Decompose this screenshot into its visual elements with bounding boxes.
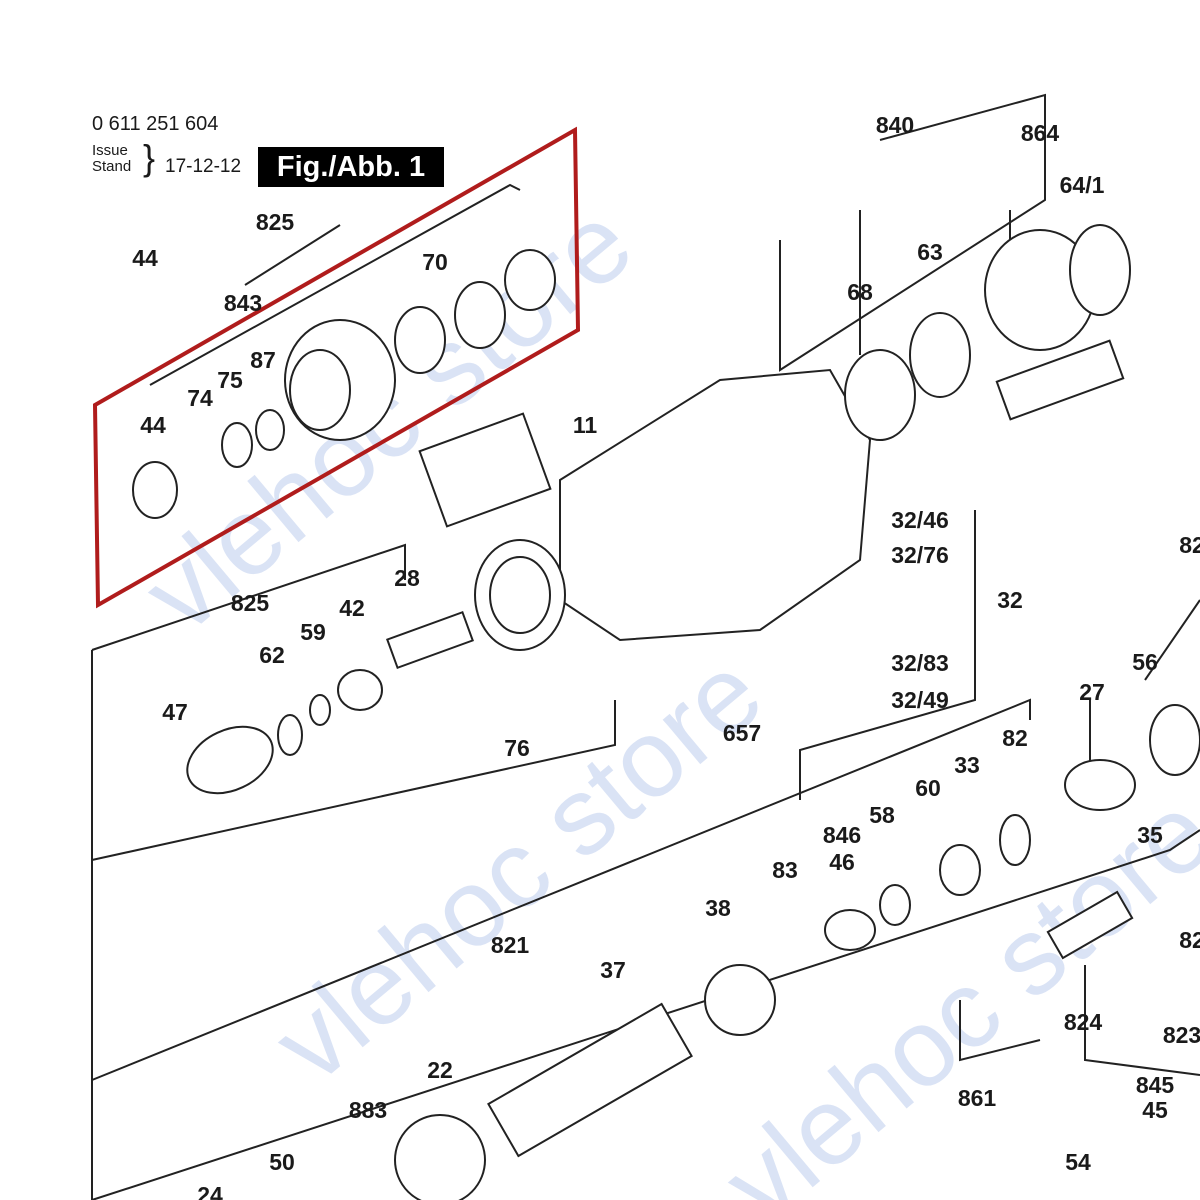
part-label: 32/46 <box>891 507 949 533</box>
part-label: 59 <box>300 619 326 645</box>
part-label: 11 <box>573 412 598 438</box>
part-label: 87 <box>250 347 276 373</box>
part-label: 45 <box>1142 1097 1168 1123</box>
part-label: 83 <box>772 857 798 883</box>
part-label: 24 <box>197 1182 223 1200</box>
part-label: 825 <box>231 590 270 616</box>
part-label: 56 <box>1132 649 1158 675</box>
part-label: 63 <box>917 239 943 265</box>
part-label: 32/76 <box>891 542 949 568</box>
part-label: 840 <box>876 112 914 138</box>
part-label: 27 <box>1079 679 1105 705</box>
gear-housing <box>559 368 872 642</box>
part-label: 50 <box>269 1149 295 1175</box>
issue-label: Issue <box>92 142 128 159</box>
part-label: 35 <box>1137 822 1163 848</box>
figure-label: Fig./Abb. 1 <box>258 147 444 187</box>
part-label: 824 <box>1064 1009 1103 1035</box>
part-label: 32 <box>997 587 1023 613</box>
part-label: 44 <box>132 245 158 271</box>
part-label: 70 <box>422 249 448 275</box>
part-label: 74 <box>187 385 213 411</box>
highlight-box <box>92 126 581 609</box>
part-label: 864 <box>1021 120 1060 146</box>
part-label: 75 <box>217 367 243 393</box>
leader-lines <box>91 93 1200 1200</box>
part-label: 58 <box>869 802 895 828</box>
parts <box>132 224 1200 1200</box>
part-label: 82 <box>1002 725 1028 751</box>
spindle <box>487 1002 693 1158</box>
document-number: 0 611 251 604 <box>92 113 219 135</box>
part-label: 47 <box>162 699 188 725</box>
part-label: 845 <box>1136 1072 1175 1098</box>
seal-ring <box>844 349 916 441</box>
label-plate <box>418 412 552 528</box>
part-label: 883 <box>349 1097 387 1123</box>
part-label: 821 <box>491 932 530 958</box>
tool-holder <box>186 725 274 795</box>
part-label: 38 <box>705 895 731 921</box>
part-label: 76 <box>504 735 530 761</box>
part-label: 68 <box>847 279 873 305</box>
part-label: 32/83 <box>891 650 949 676</box>
part-label: 44 <box>140 412 166 438</box>
gear-22 <box>394 1114 486 1200</box>
part-label: 22 <box>427 1057 453 1083</box>
part-label: 46 <box>829 849 855 875</box>
issue-date: 17-12-12 <box>165 156 242 177</box>
part-label: 82 <box>1179 532 1200 558</box>
part-label: 37 <box>600 957 626 983</box>
part-label: 32/49 <box>891 687 949 713</box>
brace: } <box>143 137 156 178</box>
part-label: 82 <box>1179 927 1200 953</box>
part-label: 60 <box>915 775 941 801</box>
part-label: 42 <box>339 595 365 621</box>
part-label: 33 <box>954 752 980 778</box>
part-label: 861 <box>958 1085 997 1111</box>
stand-label: Stand <box>92 158 132 175</box>
part-label: 64/1 <box>1060 172 1105 198</box>
part-label: 846 <box>823 822 861 848</box>
part-label: 62 <box>259 642 285 668</box>
part-label: 28 <box>394 565 420 591</box>
part-label: 843 <box>224 290 262 316</box>
part-label: 657 <box>723 720 761 746</box>
part-label: 54 <box>1065 1149 1091 1175</box>
part-label: 825 <box>256 209 295 235</box>
gear-38 <box>704 964 776 1036</box>
part-label: 823 <box>1163 1022 1200 1048</box>
needle-bearing <box>909 312 971 398</box>
